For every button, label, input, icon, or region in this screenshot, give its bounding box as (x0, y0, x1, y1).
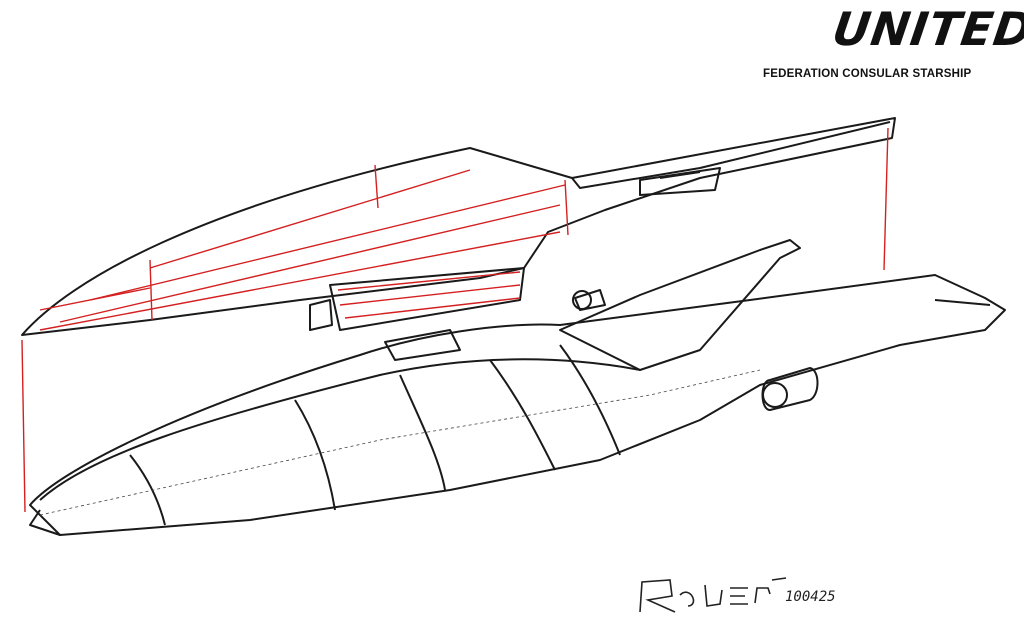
main-view-centerline (39, 369, 761, 516)
signature-scribble (639, 577, 787, 613)
main-view-ship (29, 239, 1006, 536)
top-view-ship (21, 117, 896, 336)
subtitle: FEDERATION CONSULAR STARSHIP (763, 68, 972, 80)
signature-date: 100425 (785, 589, 836, 605)
construction-lines (21, 127, 889, 513)
